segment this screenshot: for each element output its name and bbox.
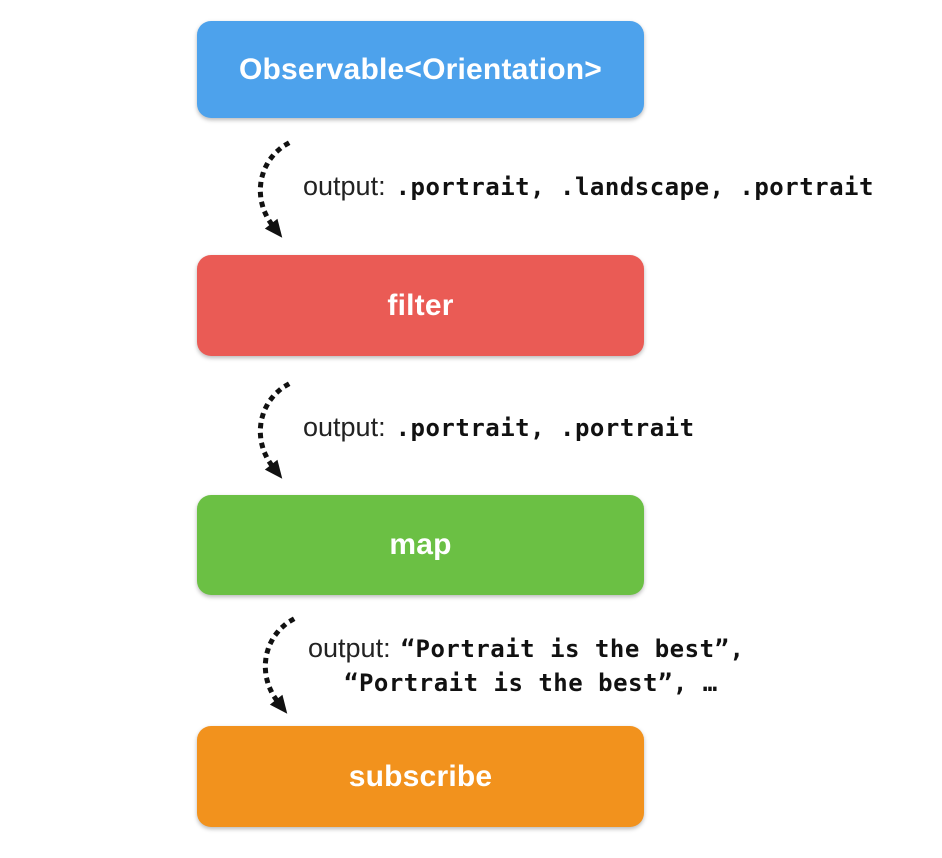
curved-dotted-arrow-icon <box>262 616 296 714</box>
output-label: output: <box>308 633 391 663</box>
output-code: “Portrait is the best”, <box>400 635 745 663</box>
curved-dotted-arrow-icon <box>257 140 291 238</box>
arrow-annotation: output: .portrait, .portrait <box>303 411 695 448</box>
node-filter-label: filter <box>387 288 454 322</box>
node-observable-label: Observable<Orientation> <box>238 52 603 86</box>
arrow-annotation: output: .portrait, .landscape, .portrait <box>303 170 874 207</box>
output-label: output: <box>303 412 386 442</box>
output-code: .portrait, .landscape, .portrait <box>395 173 874 201</box>
output-line-2: “Portrait is the best”, … <box>308 668 744 702</box>
output-code: “Portrait is the best”, … <box>344 669 718 697</box>
arrow-annotation: output: “Portrait is the best”, “Portrait… <box>308 633 744 702</box>
curved-dotted-arrow-icon <box>257 381 291 479</box>
node-filter: filter <box>197 255 644 356</box>
output-code: .portrait, .portrait <box>395 414 695 442</box>
output-label: output: <box>303 171 386 201</box>
output-line-1: output: “Portrait is the best”, <box>308 633 744 668</box>
node-observable: Observable<Orientation> <box>197 21 644 118</box>
node-subscribe-label: subscribe <box>348 759 493 793</box>
node-map: map <box>197 495 644 595</box>
node-map-label: map <box>389 528 452 561</box>
node-subscribe: subscribe <box>197 726 644 827</box>
